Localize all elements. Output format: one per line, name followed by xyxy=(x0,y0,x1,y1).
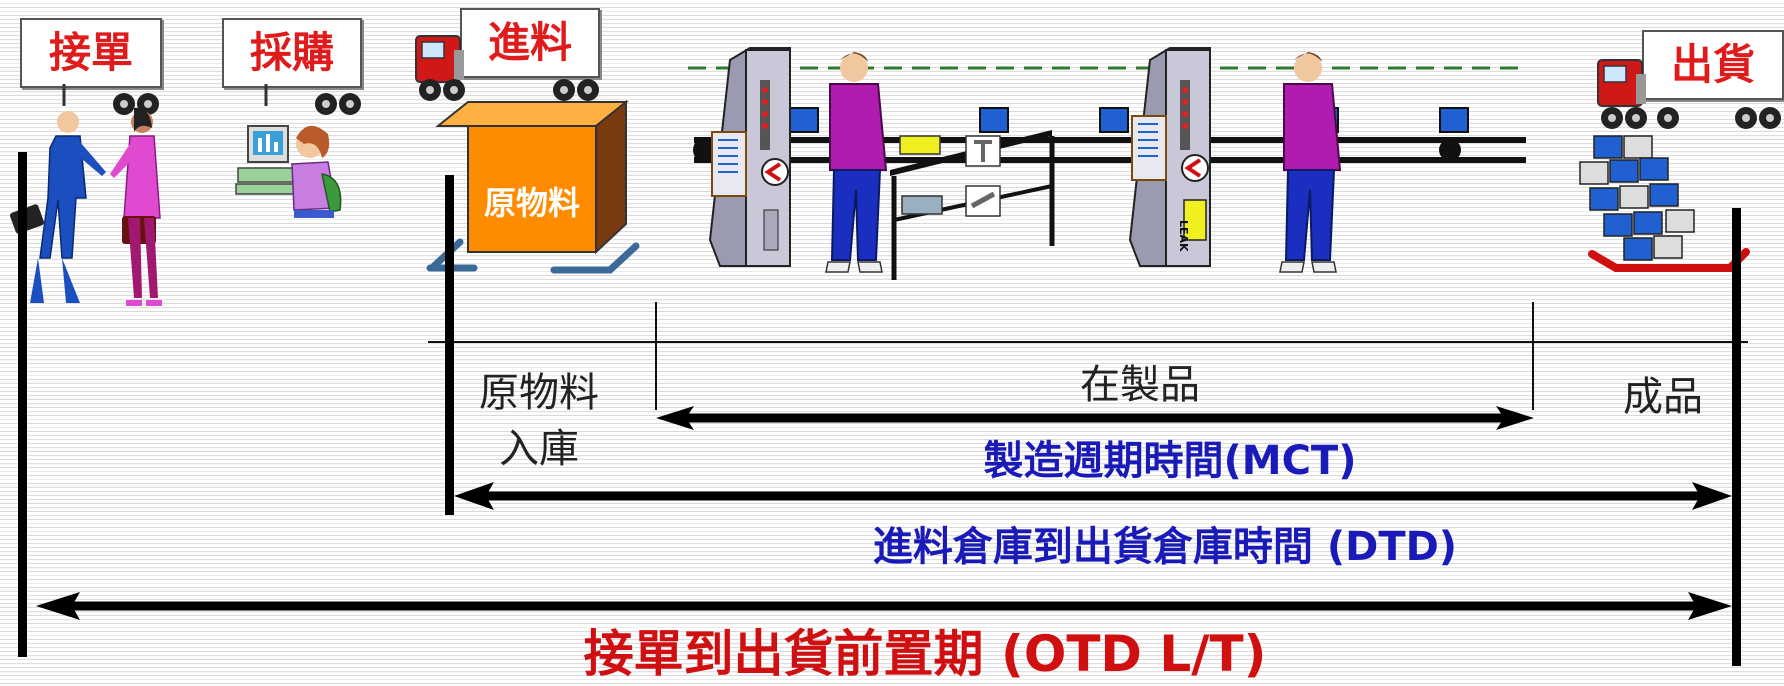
dtd-label: 進料倉庫到出貨倉庫時間 (DTD) xyxy=(872,524,1458,570)
finished-zone-label: 成品 xyxy=(1623,374,1703,420)
work-table xyxy=(890,130,1055,280)
stage-purchase-sign: 採購 xyxy=(222,18,362,88)
test-machine-1 xyxy=(708,47,791,267)
dtd-arrow xyxy=(454,482,1732,510)
raw-material-box-label: 原物料 xyxy=(483,184,580,222)
stage-shipping-sign: 出貨 xyxy=(1642,30,1784,100)
wip-zone-label: 在製品 xyxy=(1080,362,1200,408)
zone-divider-line xyxy=(428,341,1748,343)
stage-incoming-sign: 進料 xyxy=(460,8,600,78)
wip-left-tick xyxy=(655,302,657,410)
finished-goods-pallet-icon xyxy=(1579,135,1750,272)
wip-right-tick xyxy=(1532,302,1534,410)
otd-arrow xyxy=(36,592,1732,620)
machine-tag-text: LEAK xyxy=(1177,220,1190,252)
handshake-people-icon xyxy=(9,107,162,306)
mct-arrow xyxy=(656,406,1534,430)
shipping-timeline-bar xyxy=(1732,208,1741,666)
stage-order-sign: 接單 xyxy=(20,18,162,88)
worker-2 xyxy=(1279,52,1342,273)
order-timeline-bar xyxy=(18,152,27,657)
test-machine-2 xyxy=(1128,47,1211,267)
worker-1 xyxy=(825,52,888,273)
production-line-diagram: LEAK xyxy=(688,47,1526,280)
mct-label: 製造週期時間(MCT) xyxy=(983,438,1357,484)
purchasing-clerk-icon xyxy=(235,125,342,218)
purchase-sign-wheels xyxy=(264,84,361,115)
shipping-truck-icon xyxy=(1597,59,1781,129)
incoming-truck-icon xyxy=(415,35,599,101)
raw-material-zone-label-line1: 原物料 xyxy=(479,370,599,416)
raw-material-timeline-bar xyxy=(445,175,454,515)
otd-label: 接單到出貨前置期 (OTD L/T) xyxy=(583,625,1267,683)
raw-material-zone-label-line2: 入庫 xyxy=(499,426,579,472)
